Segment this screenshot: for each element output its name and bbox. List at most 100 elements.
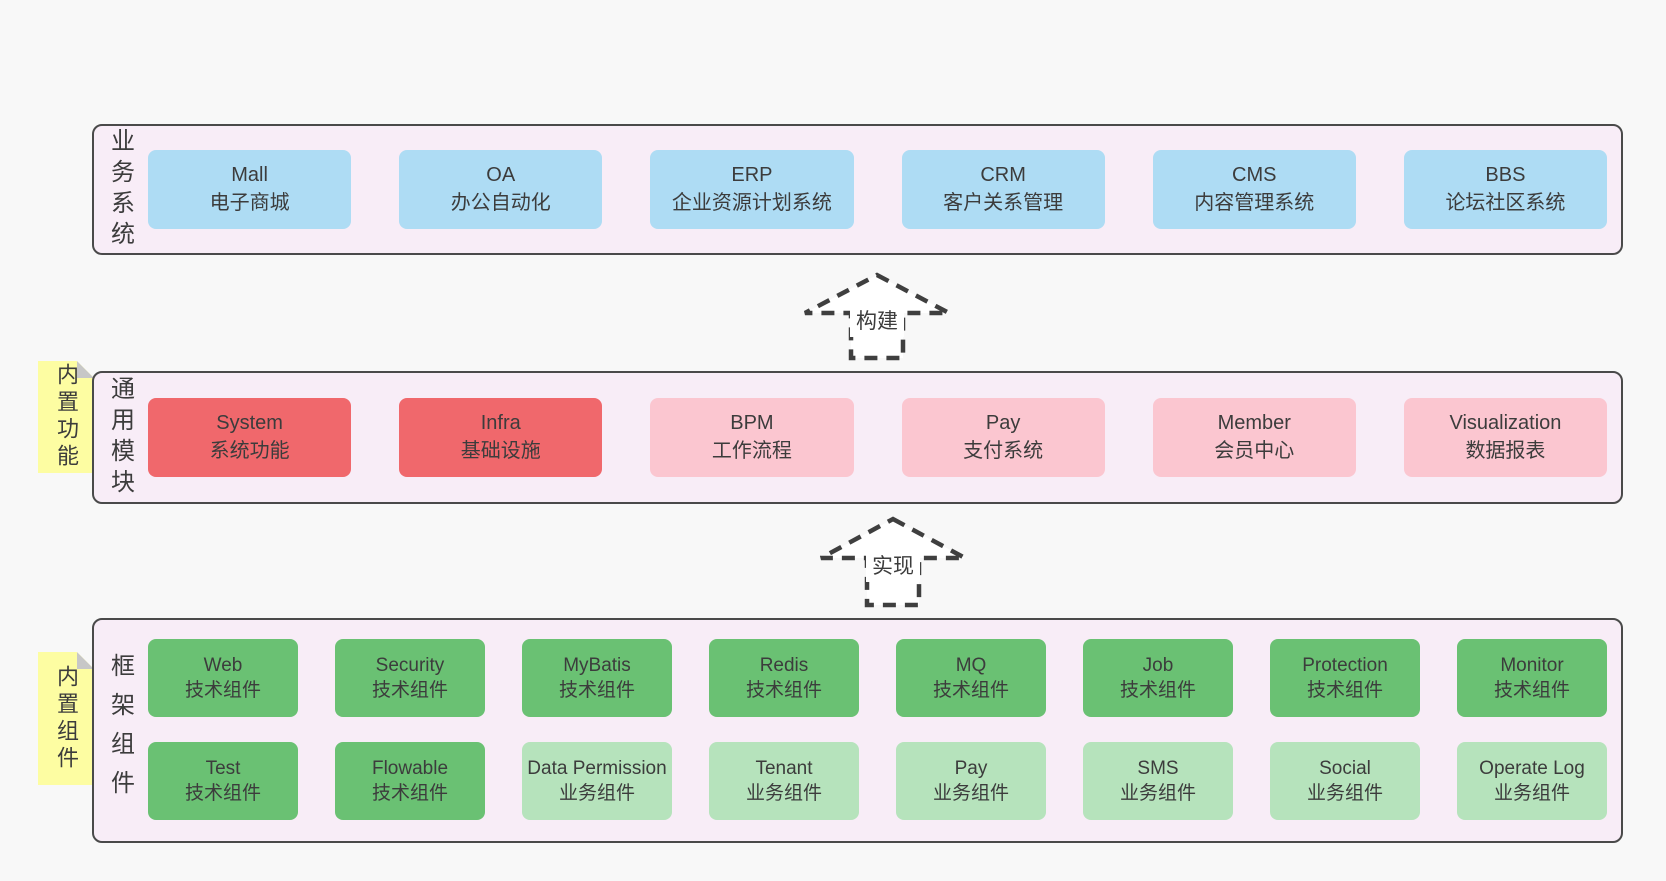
box-protection-title: Protection xyxy=(1302,654,1388,676)
implement-arrow-label: 实现 xyxy=(872,555,914,578)
box-operate-log-title: Operate Log xyxy=(1479,757,1585,779)
box-visualization-title: Visualization xyxy=(1449,411,1562,434)
box-flowable-title: Flowable xyxy=(371,757,449,779)
box-cms-title: CMS xyxy=(1232,163,1277,186)
box-pay-module-title: Pay xyxy=(985,411,1021,434)
box-visualization: Visualization 数据报表 xyxy=(1403,398,1608,477)
box-pay-component-subtitle: 业务组件 xyxy=(932,783,1009,804)
box-mall: Mall 电子商城 xyxy=(148,150,352,229)
box-security-title: Security xyxy=(375,654,445,676)
box-mq-subtitle: 技术组件 xyxy=(932,680,1009,701)
box-flowable-subtitle: 技术组件 xyxy=(371,783,448,804)
box-web-title: Web xyxy=(203,654,243,676)
common-modules-section: 通用模块 System 系统功能 Infra 基础设施 BPM 工作流程 Pay… xyxy=(92,371,1623,504)
implement-arrow-icon: 实现 xyxy=(819,516,967,608)
box-cms: CMS 内容管理系统 xyxy=(1152,150,1356,229)
common-modules-label: 通用模块 xyxy=(106,375,134,500)
box-social-subtitle: 业务组件 xyxy=(1306,783,1383,804)
box-infra-title: Infra xyxy=(480,411,521,434)
framework-components-label: 框架组件 xyxy=(106,652,134,809)
box-mybatis-title: MyBatis xyxy=(563,654,631,676)
build-arrow-label: 构建 xyxy=(856,310,898,333)
box-redis-title: Redis xyxy=(759,654,809,676)
box-crm: CRM 客户关系管理 xyxy=(901,150,1105,229)
box-monitor-title: Monitor xyxy=(1500,654,1564,676)
box-data-permission: Data Permission 业务组件 xyxy=(522,742,672,820)
box-redis: Redis 技术组件 xyxy=(709,639,859,717)
box-sms: SMS 业务组件 xyxy=(1083,742,1233,820)
framework-components-section: 框架组件 Web 技术组件 Security 技术组件 MyBatis 技术组件… xyxy=(92,618,1623,843)
box-redis-subtitle: 技术组件 xyxy=(745,680,822,701)
box-flowable: Flowable 技术组件 xyxy=(335,742,485,820)
box-operate-log: Operate Log 业务组件 xyxy=(1457,742,1607,820)
box-system: System 系统功能 xyxy=(148,398,352,477)
business-systems-section: 业务系统 Mall 电子商城 OA 办公自动化 ERP 企业资源计划系统 CRM… xyxy=(92,124,1623,255)
built-in-functions-note: 内置功能 xyxy=(38,361,94,473)
box-crm-subtitle: 客户关系管理 xyxy=(943,191,1064,214)
box-pay-module: Pay 支付系统 xyxy=(901,398,1105,477)
box-oa: OA 办公自动化 xyxy=(399,150,603,229)
note-fold-icon xyxy=(77,361,94,378)
box-tenant-title: Tenant xyxy=(755,757,813,779)
box-mall-title: Mall xyxy=(231,163,268,186)
box-job: Job 技术组件 xyxy=(1083,639,1233,717)
box-security: Security 技术组件 xyxy=(335,639,485,717)
box-bpm: BPM 工作流程 xyxy=(650,398,854,477)
box-system-subtitle: 系统功能 xyxy=(209,439,290,462)
box-member-title: Member xyxy=(1217,411,1291,434)
built-in-components-note-text: 内置组件 xyxy=(54,664,79,773)
box-bbs: BBS 论坛社区系统 xyxy=(1403,150,1608,229)
built-in-components-note: 内置组件 xyxy=(38,652,94,785)
box-pay-module-subtitle: 支付系统 xyxy=(963,439,1044,462)
box-sms-title: SMS xyxy=(1137,757,1179,779)
box-oa-title: OA xyxy=(486,163,516,186)
common-modules-box-row: System 系统功能 Infra 基础设施 BPM 工作流程 Pay 支付系统… xyxy=(146,373,1621,502)
box-test: Test 技术组件 xyxy=(148,742,298,820)
box-mybatis-subtitle: 技术组件 xyxy=(558,680,635,701)
box-tenant-subtitle: 业务组件 xyxy=(745,783,822,804)
box-data-permission-title: Data Permission xyxy=(527,757,667,779)
box-web: Web 技术组件 xyxy=(148,639,298,717)
box-web-subtitle: 技术组件 xyxy=(184,680,261,701)
box-mall-subtitle: 电子商城 xyxy=(209,191,290,214)
box-monitor-subtitle: 技术组件 xyxy=(1493,680,1570,701)
box-data-permission-subtitle: 业务组件 xyxy=(558,783,635,804)
box-erp-subtitle: 企业资源计划系统 xyxy=(671,191,832,214)
box-job-subtitle: 技术组件 xyxy=(1119,680,1196,701)
box-bbs-subtitle: 论坛社区系统 xyxy=(1445,191,1566,214)
business-systems-box-row: Mall 电子商城 OA 办公自动化 ERP 企业资源计划系统 CRM 客户关系… xyxy=(146,126,1621,253)
box-erp: ERP 企业资源计划系统 xyxy=(650,150,854,229)
box-protection-subtitle: 技术组件 xyxy=(1306,680,1383,701)
box-pay-component: Pay 业务组件 xyxy=(896,742,1046,820)
box-mq: MQ 技术组件 xyxy=(896,639,1046,717)
box-member-subtitle: 会员中心 xyxy=(1214,439,1295,462)
box-job-title: Job xyxy=(1142,654,1174,676)
box-social: Social 业务组件 xyxy=(1270,742,1420,820)
box-visualization-subtitle: 数据报表 xyxy=(1465,439,1546,462)
box-security-subtitle: 技术组件 xyxy=(371,680,448,701)
box-member: Member 会员中心 xyxy=(1152,398,1356,477)
box-cms-subtitle: 内容管理系统 xyxy=(1194,191,1315,214)
box-oa-subtitle: 办公自动化 xyxy=(450,191,551,214)
box-test-title: Test xyxy=(205,757,241,779)
box-social-title: Social xyxy=(1319,757,1371,779)
box-infra-subtitle: 基础设施 xyxy=(460,439,541,462)
box-crm-title: CRM xyxy=(980,163,1026,186)
box-operate-log-subtitle: 业务组件 xyxy=(1493,783,1570,804)
box-bbs-title: BBS xyxy=(1485,163,1526,186)
box-bpm-subtitle: 工作流程 xyxy=(711,439,792,462)
box-pay-component-title: Pay xyxy=(954,757,988,779)
box-infra: Infra 基础设施 xyxy=(399,398,603,477)
built-in-functions-note-text: 内置功能 xyxy=(54,363,79,471)
box-protection: Protection 技术组件 xyxy=(1270,639,1420,717)
box-bpm-title: BPM xyxy=(730,411,774,434)
box-test-subtitle: 技术组件 xyxy=(184,783,261,804)
box-mybatis: MyBatis 技术组件 xyxy=(522,639,672,717)
build-arrow-icon: 构建 xyxy=(803,272,951,361)
business-systems-label: 业务系统 xyxy=(106,127,134,252)
framework-components-grid: Web 技术组件 Security 技术组件 MyBatis 技术组件 Redi… xyxy=(146,620,1621,841)
box-system-title: System xyxy=(216,411,283,434)
box-mq-title: MQ xyxy=(955,654,987,676)
box-erp-title: ERP xyxy=(731,163,773,186)
box-monitor: Monitor 技术组件 xyxy=(1457,639,1607,717)
